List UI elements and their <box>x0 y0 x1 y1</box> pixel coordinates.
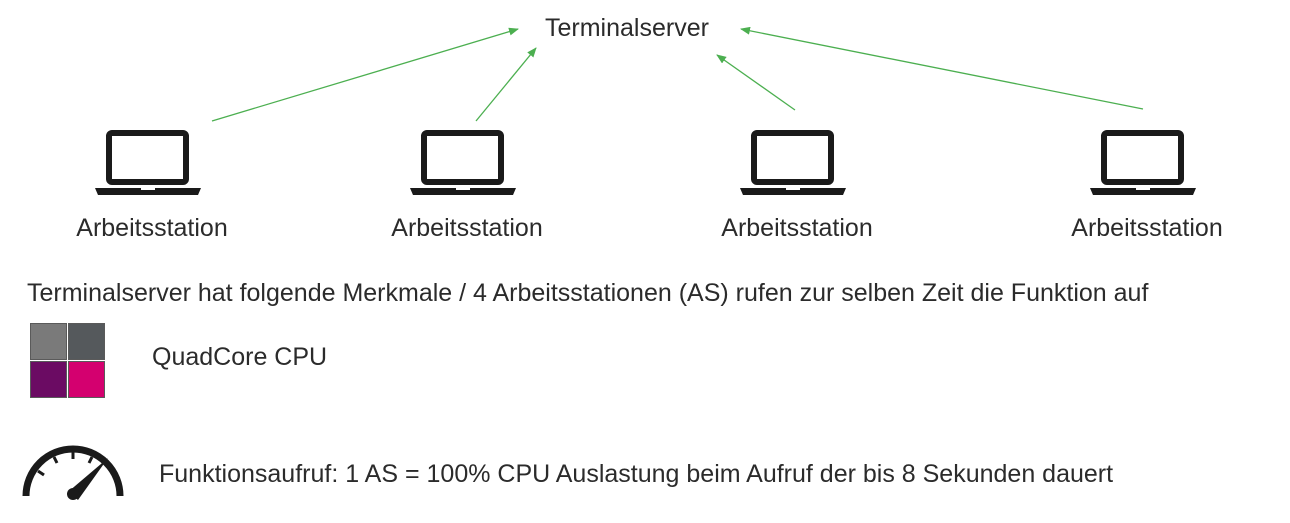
laptop-icon <box>410 130 516 195</box>
station-label-1: Arbeitsstation <box>76 214 228 242</box>
arrow-station-2 <box>475 47 537 122</box>
cpu-feature-label: QuadCore CPU <box>152 343 328 371</box>
station-label-2: Arbeitsstation <box>391 214 543 242</box>
arrow-station-1 <box>211 27 519 122</box>
laptop-icon <box>1090 130 1196 195</box>
cpu-core-2 <box>68 323 105 360</box>
laptop-icon <box>740 130 846 195</box>
arrow-station-4 <box>740 26 1144 110</box>
quadcore-cpu-icon <box>30 323 108 401</box>
cpu-core-3 <box>30 361 67 398</box>
arrow-station-3 <box>716 54 796 111</box>
cpu-core-4 <box>68 361 105 398</box>
laptop-icon <box>95 130 201 195</box>
terminal-server-label: Terminalserver <box>545 14 709 42</box>
description-text: Terminalserver hat folgende Merkmale / 4… <box>27 279 1149 307</box>
station-label-3: Arbeitsstation <box>721 214 873 242</box>
speedometer-icon <box>22 445 124 500</box>
cpu-core-1 <box>30 323 67 360</box>
station-label-4: Arbeitsstation <box>1071 214 1223 242</box>
function-call-label: Funktionsaufruf: 1 AS = 100% CPU Auslast… <box>159 460 1114 488</box>
